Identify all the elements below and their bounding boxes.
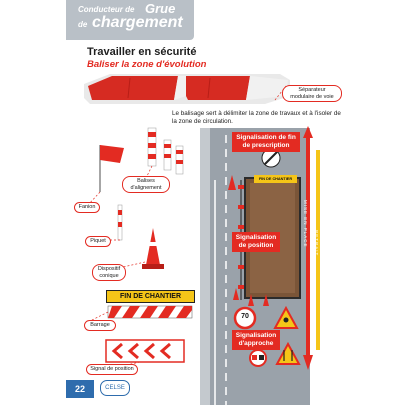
label-separator: Séparateur modulaire de voie: [282, 85, 342, 103]
header-grue: Grue: [145, 1, 176, 16]
page-number: 22: [66, 380, 94, 398]
road-end-of-worksite-sign: FIN DE CHANTIER: [254, 175, 297, 183]
vertical-label-setup: MISE EN PLACE: [303, 200, 308, 248]
direction-arrow-up: [303, 126, 313, 138]
stake-illustration: [117, 204, 123, 241]
header-prefix: Conducteur de: [78, 5, 135, 14]
publisher-logo: CELSE: [100, 380, 130, 396]
roadworks-sign-icon: [273, 305, 299, 329]
vertical-label-removal: RETRAIT: [314, 230, 319, 257]
direction-arrow-down: [303, 355, 313, 370]
label-flag: Fanion: [74, 202, 100, 213]
speed-limit-value: 70: [241, 313, 249, 320]
speed-limit-sign-icon: [233, 306, 257, 330]
chevron-sign-illustration: [105, 339, 185, 363]
section-title: Travailler en sécurité: [87, 46, 197, 58]
header-de: de: [78, 20, 88, 29]
barrier-illustration: [107, 305, 193, 319]
label-position-signal: Signal de position: [86, 364, 138, 375]
separator-illustration: [84, 74, 290, 104]
box-position: Signalisation de position: [232, 232, 280, 252]
label-cone: Dispositif conique: [92, 264, 126, 282]
no-overtaking-sign-icon: [249, 349, 267, 367]
label-barrier: Barrage: [84, 320, 116, 331]
road-cones: [228, 175, 269, 306]
label-beacons: Balises d'alignement: [122, 176, 170, 194]
section-subtitle: Baliser la zone d'évolution: [87, 59, 207, 70]
end-prescription-sign-icon: [261, 148, 281, 168]
flag-illustration: [99, 145, 124, 192]
box-approach: Signalisation d'approche: [232, 330, 280, 350]
alignment-beacons: [147, 127, 184, 175]
narrowing-sign-icon: [275, 341, 301, 365]
cone-illustration: [142, 228, 164, 269]
description-text: Le balisage sert à délimiter la zone de …: [172, 110, 341, 125]
header-title: chargement: [92, 14, 183, 31]
box-end-prescription: Signalisation de fin de prescription: [232, 132, 300, 152]
end-of-worksite-sign: FIN DE CHANTIER: [106, 290, 195, 303]
header-tab: [66, 0, 194, 40]
label-stake: Piquet: [85, 236, 111, 247]
